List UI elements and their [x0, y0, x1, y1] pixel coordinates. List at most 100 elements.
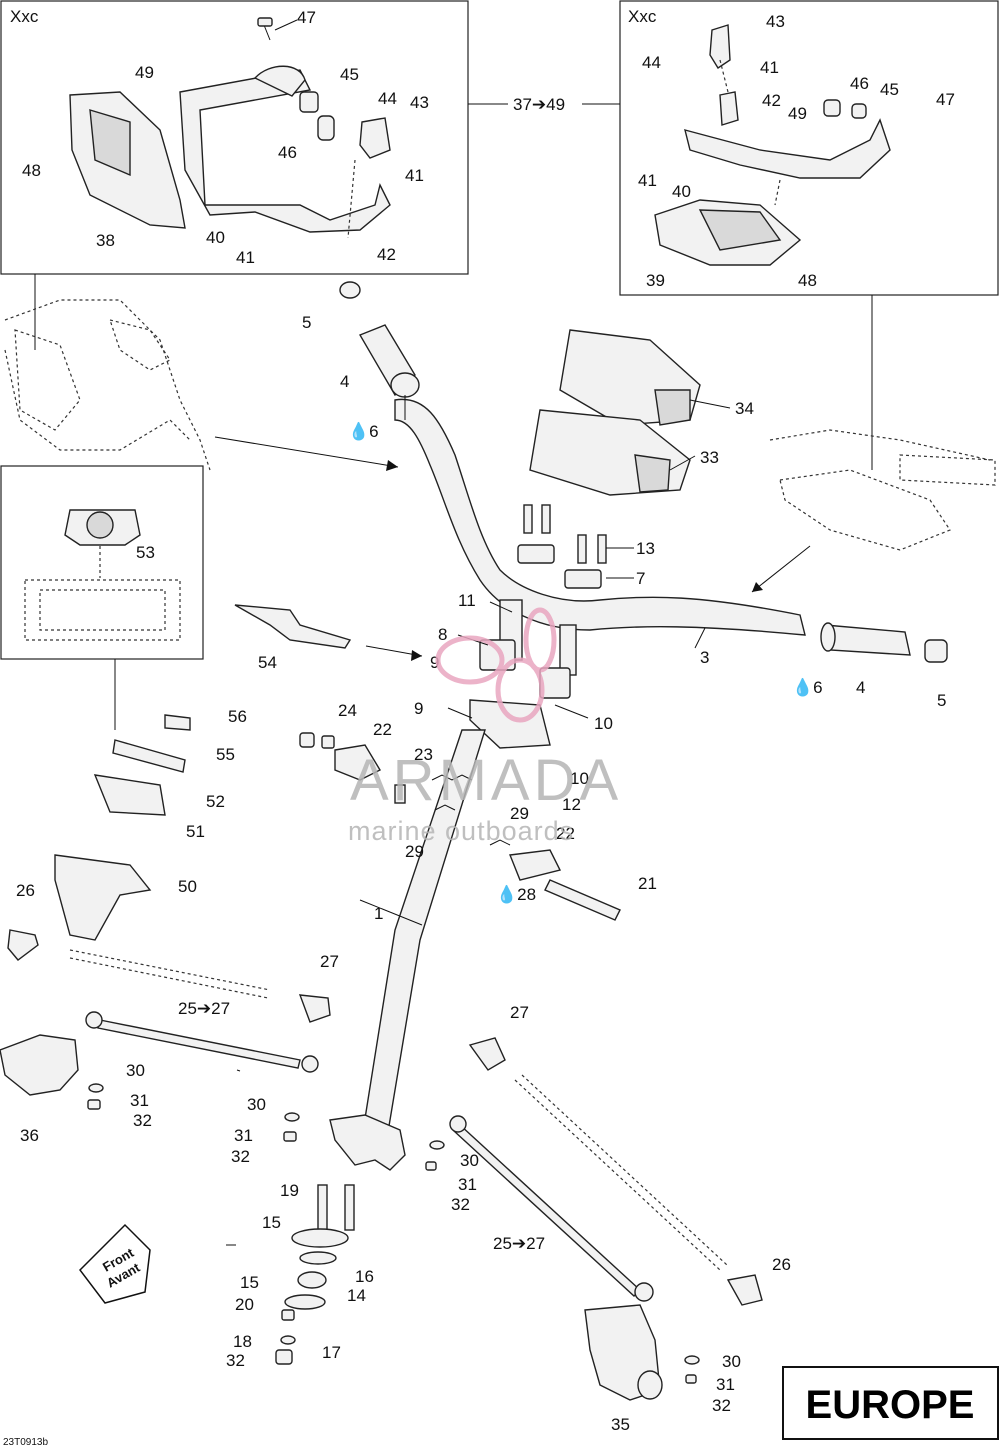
handlebar-pad-34 [559, 329, 701, 426]
callout: 💧6 [348, 421, 379, 441]
grip-left [339, 281, 420, 398]
callout: 22 [556, 824, 575, 843]
callout: 13 [636, 539, 655, 558]
callout: 10 [570, 769, 589, 788]
callout: 30 [722, 1352, 741, 1371]
handlebar-clamps [469, 504, 607, 749]
callout: 39 [646, 271, 665, 290]
callout: 26 [16, 881, 35, 900]
callout: 42 [762, 91, 781, 110]
callout: 46 [850, 74, 869, 93]
callout: 53 [136, 543, 155, 562]
callout: 31 [130, 1091, 149, 1110]
callout: 34 [735, 399, 754, 418]
small-hardware-right [87, 1083, 700, 1384]
callout: 21 [638, 874, 657, 893]
callout: 48 [798, 271, 817, 290]
callout: 23 [414, 745, 433, 764]
callout: 3 [700, 648, 709, 667]
tie-rod-right-upper [468, 1037, 763, 1306]
callout: 26 [772, 1255, 791, 1274]
callout: 12 [562, 795, 581, 814]
hand-guard-left [69, 17, 391, 239]
watermark: ARMADA marine outboards [348, 607, 622, 846]
watermark-logo-icon [435, 607, 557, 723]
callout: 50 [178, 877, 197, 896]
callout: 4 [340, 372, 349, 391]
callout: 29 [405, 842, 424, 861]
callout: 32 [451, 1195, 470, 1214]
callout-labels: 47 49 45 44 43 48 46 41 38 40 41 42 37➔4… [16, 8, 955, 1434]
callout: 32 [231, 1147, 250, 1166]
callout: 20 [235, 1295, 254, 1314]
inset-box-gauge [0, 465, 204, 660]
callout: 17 [322, 1343, 341, 1362]
callout: 15 [240, 1273, 259, 1292]
callout: 41 [236, 248, 255, 267]
callout: 33 [700, 448, 719, 467]
callout: 43 [410, 93, 429, 112]
callout: 45 [880, 80, 899, 99]
callout: 16 [355, 1267, 374, 1286]
callout: 44 [378, 89, 397, 108]
callout: 30 [460, 1151, 479, 1170]
watermark-brand: ARMADA [350, 748, 622, 813]
region-box [782, 1366, 999, 1440]
callout: 1 [374, 904, 383, 923]
inset-right-title: Xxc [628, 7, 657, 26]
callout: 💧6 [792, 677, 823, 697]
callout: 47 [936, 90, 955, 109]
callout: 36 [20, 1126, 39, 1145]
callout: 52 [206, 792, 225, 811]
callout: 5 [937, 691, 946, 710]
hand-guard-assembly-right-view [769, 429, 996, 551]
callout: 22 [373, 720, 392, 739]
watermark-tagline: marine outboards [348, 816, 574, 846]
handlebar [394, 398, 806, 636]
tie-rod-lower-left [85, 1011, 319, 1073]
callout: 18 [233, 1332, 252, 1351]
callout: 19 [280, 1181, 299, 1200]
inset-box-right [619, 0, 999, 296]
callout: 5 [302, 313, 311, 332]
region-label: EUROPE [806, 1383, 975, 1427]
callout: 8 [438, 625, 447, 644]
lower-column-bracket [329, 1114, 406, 1171]
callout: 11 [458, 591, 476, 610]
callout: 31 [234, 1126, 253, 1145]
callout: 49 [788, 104, 807, 123]
callout: 49 [135, 63, 154, 82]
callout: 43 [766, 12, 785, 31]
steering-lower-stack [275, 1184, 355, 1365]
callout: 55 [216, 745, 235, 764]
callout: 30 [126, 1061, 145, 1080]
callout: 40 [672, 182, 691, 201]
callout: 14 [347, 1286, 366, 1305]
callout: 15 [262, 1213, 281, 1232]
spindle-right [584, 1304, 663, 1401]
callout: 32 [133, 1111, 152, 1130]
callout: 48 [22, 161, 41, 180]
handlebar-pad-33 [529, 409, 691, 496]
callout: 27 [510, 1003, 529, 1022]
front-direction-arrow: Front Avant [79, 1223, 151, 1304]
callout: 24 [338, 701, 357, 720]
callout: 44 [642, 53, 661, 72]
callout: 32 [712, 1396, 731, 1415]
callout: 30 [247, 1095, 266, 1114]
callout: 42 [377, 245, 396, 264]
figure-code: 23T0913b [3, 1437, 48, 1448]
inset-left-title: Xxc [10, 7, 39, 26]
callout: 7 [636, 569, 645, 588]
gauge-cluster [24, 509, 181, 641]
callout: 54 [258, 653, 277, 672]
callout: 38 [96, 231, 115, 250]
callout: 4 [856, 678, 865, 697]
callout: 31 [716, 1375, 735, 1394]
callout: 51 [186, 822, 205, 841]
grip-right [820, 622, 948, 663]
callout: 💧28 [496, 884, 536, 904]
gauge-support-parts [54, 604, 352, 941]
hand-guard-right [654, 24, 891, 266]
